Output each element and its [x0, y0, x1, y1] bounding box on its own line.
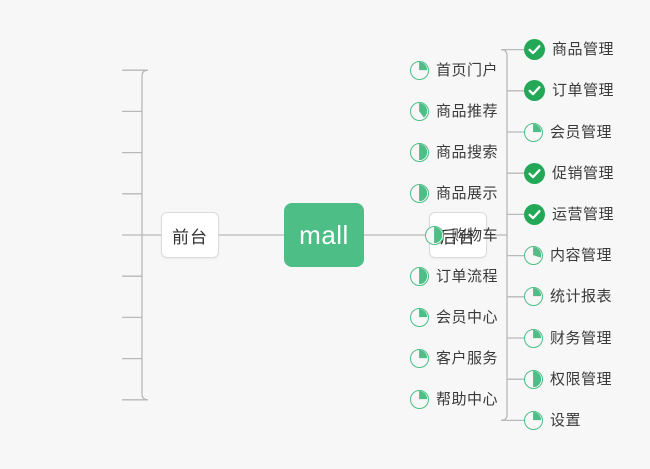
branch-label: 后台: [440, 227, 476, 247]
leaf-node[interactable]: 统计报表: [524, 282, 612, 312]
leaf-node[interactable]: 设置: [524, 405, 581, 435]
leaf-node[interactable]: 购物车: [425, 220, 498, 250]
root-label: mall: [299, 219, 349, 250]
leaf-node[interactable]: 内容管理: [524, 241, 612, 271]
pie-icon: [409, 60, 429, 80]
leaf-label: 首页门户: [435, 61, 498, 79]
leaf-label: 商品管理: [552, 41, 615, 59]
branch-node-front[interactable]: 前台: [161, 212, 219, 258]
pie-icon: [524, 122, 543, 142]
leaf-label: 内容管理: [550, 247, 613, 265]
check-circle-icon: [524, 162, 545, 184]
pie-icon: [409, 184, 429, 204]
leaf-node[interactable]: 财务管理: [524, 323, 612, 353]
leaf-label: 促销管理: [552, 164, 615, 182]
leaf-label: 订单流程: [435, 267, 498, 285]
pie-icon: [409, 307, 429, 327]
pie-icon: [409, 143, 429, 163]
leaf-label: 运营管理: [552, 205, 615, 223]
leaf-label: 客户服务: [435, 350, 498, 368]
pie-icon: [409, 349, 429, 369]
check-circle-icon: [524, 39, 545, 61]
leaf-label: 订单管理: [552, 82, 615, 100]
pie-icon: [409, 390, 429, 410]
leaf-node[interactable]: 促销管理: [524, 158, 614, 188]
leaf-label: 会员管理: [550, 123, 613, 141]
leaf-label: 商品展示: [435, 185, 498, 203]
pie-icon: [524, 328, 543, 348]
leaf-label: 购物车: [451, 226, 498, 244]
leaf-label: 设置: [550, 411, 582, 429]
leaf-node[interactable]: 客户服务: [409, 344, 498, 374]
leaf-label: 财务管理: [550, 329, 613, 347]
root-node[interactable]: mall: [284, 203, 364, 267]
pie-icon: [409, 266, 429, 286]
pie-icon: [524, 246, 543, 266]
leaf-label: 权限管理: [550, 370, 613, 388]
pie-icon: [524, 369, 543, 389]
leaf-node[interactable]: 权限管理: [524, 364, 612, 394]
check-circle-icon: [524, 203, 545, 225]
pie-icon: [409, 101, 429, 121]
pie-icon: [425, 225, 445, 245]
leaf-node[interactable]: 商品管理: [524, 35, 614, 65]
leaf-node[interactable]: 商品搜索: [409, 138, 498, 168]
check-circle-icon: [524, 80, 545, 102]
leaf-node[interactable]: 商品推荐: [409, 96, 498, 126]
pie-icon: [524, 410, 543, 430]
leaf-node[interactable]: 首页门户: [409, 55, 498, 85]
branch-label: 前台: [172, 227, 208, 247]
leaf-node[interactable]: 订单管理: [524, 76, 614, 106]
leaf-node[interactable]: 会员管理: [524, 117, 612, 147]
leaf-label: 商品搜索: [435, 144, 498, 162]
leaf-label: 商品推荐: [435, 102, 498, 120]
leaf-node[interactable]: 会员中心: [409, 302, 498, 332]
leaf-node[interactable]: 商品展示: [409, 179, 498, 209]
leaf-label: 帮助中心: [435, 391, 498, 409]
leaf-label: 统计报表: [550, 288, 613, 306]
leaf-node[interactable]: 运营管理: [524, 199, 614, 229]
leaf-node[interactable]: 订单流程: [409, 261, 498, 291]
leaf-node[interactable]: 帮助中心: [409, 385, 498, 415]
pie-icon: [524, 287, 543, 307]
leaf-label: 会员中心: [435, 308, 498, 326]
